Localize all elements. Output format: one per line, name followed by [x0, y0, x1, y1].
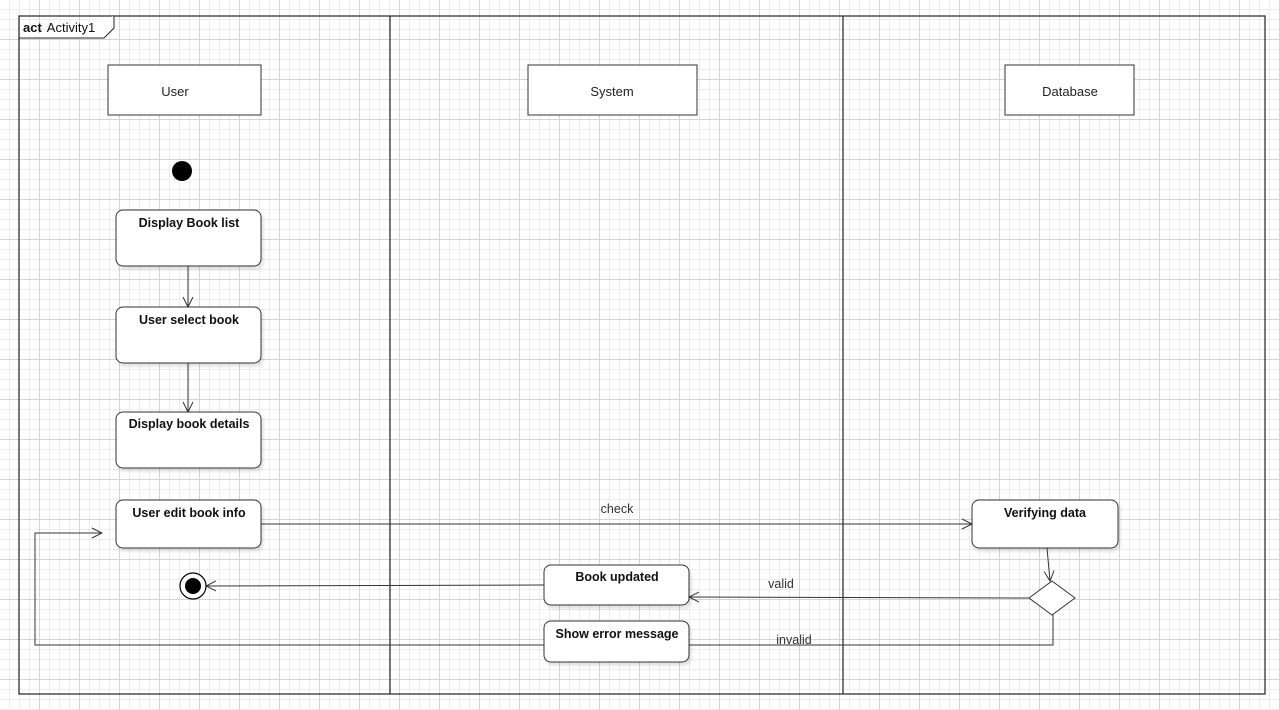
activity-display-book-details-label: Display book details	[129, 417, 250, 431]
lane-header-database-label: Database	[1042, 84, 1098, 99]
frame-tab	[19, 16, 115, 39]
activity-display-book-details[interactable]: Display book details	[115, 411, 262, 469]
flow-label-invalid: invalid	[776, 633, 811, 647]
flow-error-to-edit[interactable]	[34, 533, 544, 646]
flow-label-valid: valid	[768, 577, 794, 591]
flow-decision-invalid[interactable]	[689, 615, 1054, 646]
lane-header-system-label: System	[590, 84, 633, 99]
activity-display-book-list[interactable]: Display Book list	[115, 209, 262, 267]
flow-decision-valid[interactable]	[689, 597, 1030, 598]
lane-header-user[interactable]: User	[107, 64, 262, 116]
flow-verify-to-decision[interactable]	[1047, 547, 1050, 581]
activity-book-updated[interactable]: Book updated	[543, 564, 690, 606]
activity-book-updated-label: Book updated	[575, 570, 658, 584]
activity-user-edit-book-info[interactable]: User edit book info	[115, 499, 262, 549]
activity-show-error-message[interactable]: Show error message	[543, 620, 690, 663]
flow-label-check: check	[601, 502, 634, 516]
activity-user-select-book-label: User select book	[139, 313, 239, 327]
activity-verifying-data[interactable]: Verifying data	[971, 499, 1119, 549]
lane-header-system[interactable]: System	[527, 64, 698, 116]
activity-verifying-data-label: Verifying data	[1004, 506, 1087, 520]
activity-show-error-message-label: Show error message	[556, 627, 679, 641]
final-node[interactable]	[179, 572, 207, 600]
activity-display-book-list-label: Display Book list	[139, 216, 241, 230]
activity-user-select-book[interactable]: User select book	[115, 306, 262, 364]
activity-user-edit-book-info-label: User edit book info	[132, 506, 246, 520]
decision-node[interactable]	[1028, 580, 1076, 616]
flow-updated-to-final[interactable]	[206, 585, 545, 586]
lane-header-database[interactable]: Database	[1004, 64, 1135, 116]
initial-node[interactable]	[172, 161, 192, 181]
lane-header-user-label: User	[161, 84, 189, 99]
diagram-frame	[18, 15, 1266, 695]
